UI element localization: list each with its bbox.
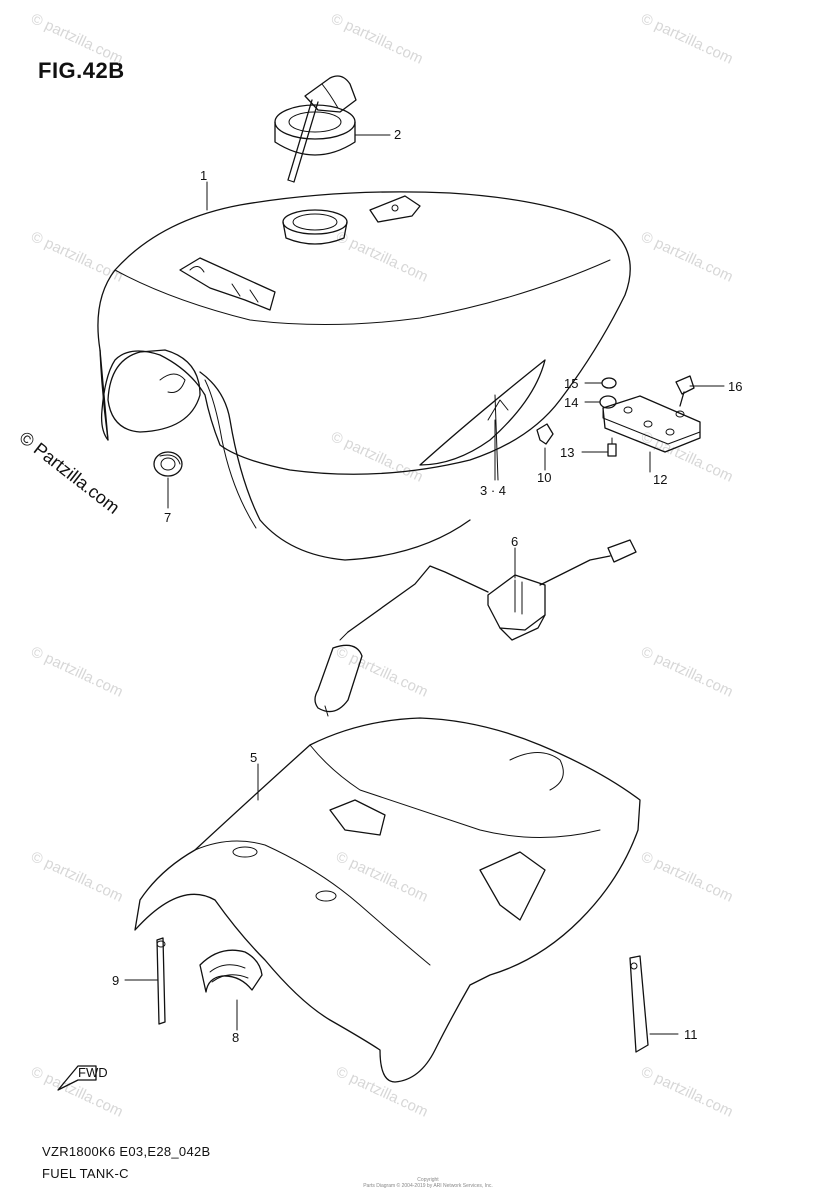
watermark: © partzilla.com [638, 643, 735, 700]
part-7-cushion [153, 451, 183, 477]
part-1-fuel-tank [97, 191, 631, 561]
callout-2: 2 [394, 127, 401, 142]
forward-label: FWD [78, 1065, 108, 1080]
watermark: © partzilla.com [28, 1063, 125, 1120]
watermark: © partzilla.com [333, 228, 430, 285]
watermark-layer: © partzilla.com © partzilla.com © partzi… [28, 10, 735, 1120]
part-6-fuel-level-sender [314, 539, 637, 717]
section-name: FUEL TANK-C [42, 1166, 129, 1181]
watermark: © partzilla.com [328, 10, 425, 67]
watermark: © partzilla.com [28, 10, 125, 67]
copyright-notice: Copyright Parts Diagram © 2004-2019 by A… [358, 1177, 498, 1189]
watermark: © partzilla.com [638, 228, 735, 285]
watermark: © partzilla.com [638, 10, 735, 67]
copyright-line-2: Parts Diagram © 2004-2019 by ARI Network… [363, 1183, 493, 1189]
callout-9: 9 [112, 973, 119, 988]
part-5-tank-cover [134, 717, 641, 1083]
part-15-collar [601, 377, 617, 389]
part-13-bolt [607, 437, 617, 457]
callout-5: 5 [250, 750, 257, 765]
leader-lines [124, 134, 725, 1035]
part-2-fuel-cap [274, 75, 357, 183]
model-code: VZR1800K6 E03,E28_042B [42, 1144, 211, 1159]
part-16-bolt [675, 375, 695, 407]
part-9-clamp [156, 937, 166, 1025]
part-10-cushion [536, 423, 554, 445]
callout-labels: 1 2 3 · 4 5 6 7 8 9 10 11 12 13 14 15 16 [112, 127, 742, 1045]
figure-title: FIG.42B [38, 58, 125, 83]
watermark: © partzilla.com [333, 1063, 430, 1120]
callout-6: 6 [511, 534, 518, 549]
callout-10: 10 [537, 470, 551, 485]
callout-12: 12 [653, 472, 667, 487]
watermark: © partzilla.com [28, 848, 125, 905]
part-12-bracket [602, 395, 701, 453]
callout-3-4: 3 · 4 [480, 483, 506, 498]
watermark: © partzilla.com [638, 1063, 735, 1120]
callout-11: 11 [684, 1027, 698, 1042]
callout-1: 1 [200, 168, 207, 183]
watermark: © partzilla.com [328, 428, 425, 485]
watermark: © partzilla.com [638, 848, 735, 905]
watermark: © partzilla.com [28, 643, 125, 700]
partzilla-watermark-dark: © Partzilla.com [16, 427, 124, 517]
watermark: © partzilla.com [333, 643, 430, 700]
part-11-clamp [629, 955, 649, 1053]
callout-8: 8 [232, 1030, 239, 1045]
callout-16: 16 [728, 379, 742, 394]
watermark: © partzilla.com [333, 848, 430, 905]
callout-7: 7 [164, 510, 171, 525]
copyright-line-1: Copyright [417, 1177, 439, 1183]
watermark: © partzilla.com [28, 228, 125, 285]
part-8-protector [199, 949, 263, 993]
forward-direction-marker: FWD [57, 1065, 108, 1091]
callout-13: 13 [560, 445, 574, 460]
callout-14: 14 [564, 395, 578, 410]
callout-15: 15 [564, 376, 578, 391]
